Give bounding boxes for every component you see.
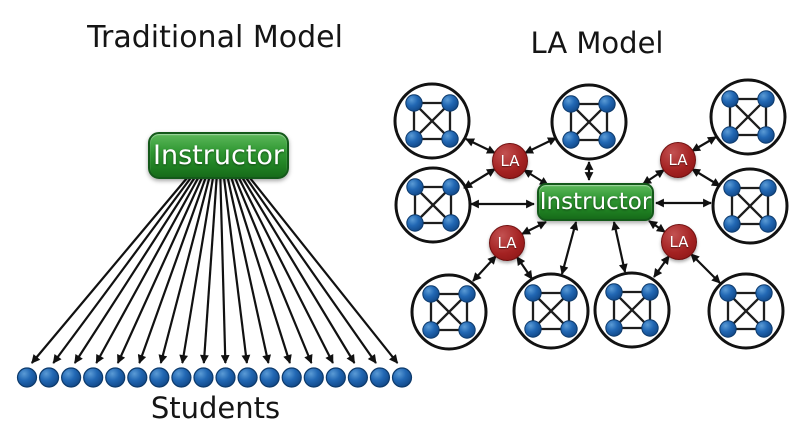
student-dot: [149, 367, 170, 388]
arrow-laUR-topright-group: [691, 136, 717, 152]
instructor-to-student-arrow: [234, 177, 313, 364]
instructor-to-student-arrow: [158, 177, 211, 364]
instructor-to-student-arrow: [249, 177, 399, 364]
student-dot: [303, 367, 324, 388]
student-dot: [325, 367, 346, 388]
arrow-instructor-la-lower-right: [648, 220, 666, 233]
student-group-top-right: [709, 78, 787, 156]
instructor-to-student-arrow: [230, 177, 292, 364]
students-label: Students: [150, 391, 281, 425]
student-group-bottom-right: [707, 272, 785, 350]
instructor-to-student-arrow: [219, 177, 230, 364]
student-dot: [171, 367, 192, 388]
arrow-laLL-bottomleft-group: [472, 255, 497, 282]
student-dot: [369, 367, 391, 388]
student-dot: [38, 367, 60, 388]
instructor-to-student-arrow: [241, 177, 356, 364]
instructor-to-student-arrow: [200, 177, 218, 364]
student-dot: [127, 367, 148, 388]
student-dot: [16, 367, 38, 388]
arrow-laLR-bottomcenterright-group: [653, 255, 670, 278]
instructor-to-student-arrow: [73, 177, 196, 364]
student-dot: [193, 367, 214, 388]
instructor-to-student-arrow: [226, 177, 271, 364]
la-model-arrows: [463, 136, 721, 284]
student-group-mid-right: [711, 167, 789, 245]
la-node-lower-right: LA: [661, 224, 697, 260]
arrow-laUR-midright-group: [691, 168, 721, 187]
student-group-bottom-left: [410, 273, 488, 351]
instructor-to-student-arrow: [137, 177, 207, 364]
arrow-instructor-la-lower-left: [521, 221, 547, 235]
student-dot: [237, 367, 258, 388]
la-instructor-node: Instructor: [537, 183, 654, 221]
student-dot: [391, 367, 413, 388]
arrow-laUL-midleft-group: [463, 168, 496, 189]
instructor-to-student-arrow: [222, 177, 251, 364]
la-model-title: LA Model: [530, 26, 664, 60]
la-node-upper-left: LA: [492, 143, 528, 179]
student-group-bottom-center-left: [512, 272, 590, 350]
instructor-to-student-arrow: [179, 177, 215, 364]
student-group-mid-left: [394, 166, 472, 244]
traditional-instructor-node: Instructor: [148, 132, 289, 179]
student-group-top-center: [550, 83, 628, 161]
arrow-instructor-bottomcenterleft-group: [559, 221, 579, 275]
instructor-to-student-arrow: [95, 177, 200, 364]
arrow-instructor-bottomcenterright-group: [611, 221, 628, 273]
student-dot: [61, 367, 82, 388]
arrow-laUL-topcenter-group: [524, 137, 557, 154]
student-dot: [259, 367, 280, 388]
instructor-to-student-arrow: [245, 177, 377, 364]
arrow-instructor-la-upper-left: [523, 169, 549, 186]
traditional-fan-arrows: [16, 177, 413, 388]
la-node-lower-left: LA: [489, 225, 525, 261]
student-dot: [83, 367, 104, 388]
student-dot: [105, 367, 126, 388]
instructor-to-student-arrow: [237, 177, 334, 364]
arrow-laLR-bottomright-group: [690, 253, 721, 284]
instructor-to-student-arrow: [52, 177, 192, 364]
arrow-laLL-bottomcenterleft-group: [516, 256, 533, 280]
student-dot: [347, 367, 368, 388]
arrow-instructor-la-upper-right: [642, 169, 665, 185]
instructor-to-student-arrow: [30, 177, 188, 364]
student-group-top-left: [393, 82, 471, 160]
la-node-upper-right: LA: [660, 142, 696, 178]
student-group-bottom-center-right: [593, 271, 671, 349]
instructor-to-student-arrow: [116, 177, 203, 364]
arrow-laUL-topleft-group: [465, 138, 496, 154]
student-dot: [281, 367, 302, 388]
student-dot: [215, 367, 236, 388]
traditional-model-title: Traditional Model: [87, 20, 343, 55]
